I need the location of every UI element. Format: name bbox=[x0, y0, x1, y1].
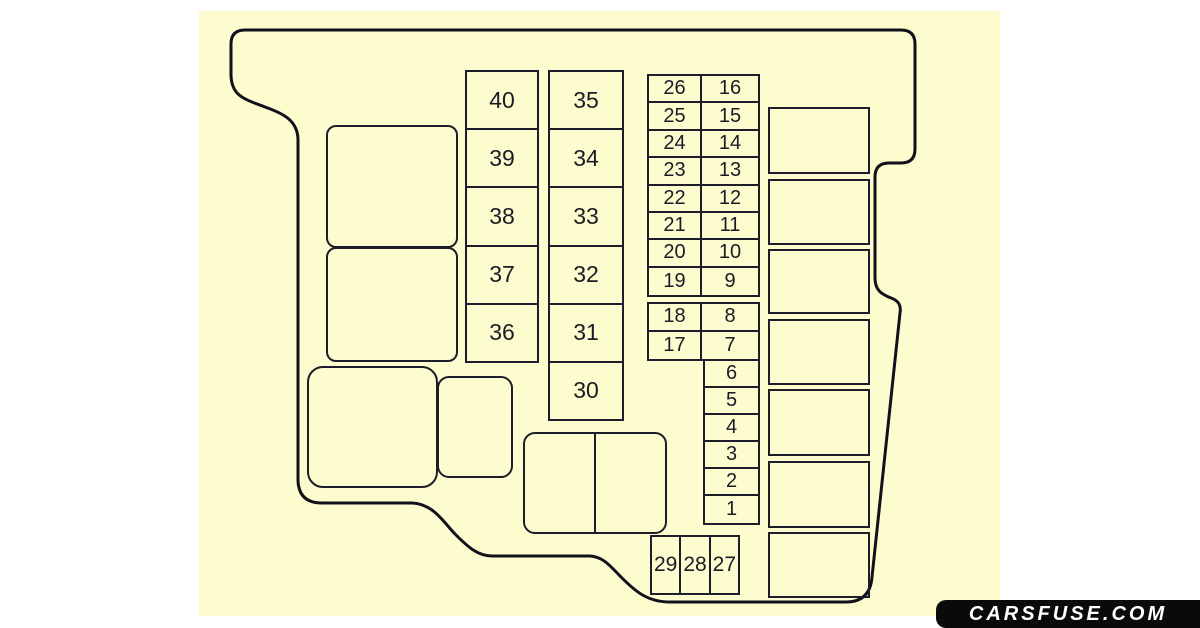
fuse-cell-30: 30 bbox=[573, 377, 599, 404]
fuse-cell-27: 27 bbox=[712, 553, 736, 576]
fuse-cell-11: 11 bbox=[702, 213, 758, 241]
relay-box-4 bbox=[437, 376, 513, 478]
fuse-cell-18: 18 bbox=[649, 304, 702, 332]
fuse-cell-16: 16 bbox=[702, 76, 758, 104]
fuse-cell-12: 12 bbox=[702, 186, 758, 213]
relay-pair-box bbox=[523, 432, 667, 534]
fuse-cell-15: 15 bbox=[702, 103, 758, 131]
fuse-cell-34: 34 bbox=[550, 130, 622, 189]
fuse-cell-2: 2 bbox=[705, 469, 758, 496]
fuse-cell-20: 20 bbox=[649, 240, 702, 268]
fuse-cell-8: 8 bbox=[702, 304, 758, 332]
fuse-cell-28: 28 bbox=[681, 537, 711, 593]
watermark-text: CARSFUSE.COM bbox=[968, 602, 1168, 625]
fuse-cell-26: 26 bbox=[649, 76, 702, 104]
fuse-cell-36: 36 bbox=[489, 319, 515, 346]
relay-box-1 bbox=[326, 125, 458, 248]
fuse-cell-37: 37 bbox=[467, 247, 537, 305]
relay-pair-cell-1 bbox=[525, 434, 594, 532]
fuse-grid-mid: 18 8 17 7 bbox=[647, 302, 760, 361]
fuse-cell-1: 1 bbox=[725, 498, 738, 520]
fuse-row-29-27: 29 28 27 bbox=[650, 535, 740, 595]
connector-box-6 bbox=[768, 461, 870, 528]
fuse-cell-25: 25 bbox=[649, 103, 702, 131]
fuse-cell-40: 40 bbox=[467, 72, 537, 131]
fuse-cell-10: 10 bbox=[702, 240, 758, 268]
fuse-cell-14: 14 bbox=[702, 131, 758, 159]
connector-box-4 bbox=[768, 319, 870, 385]
fuse-cell-22: 22 bbox=[649, 185, 702, 213]
fuse-cell-29: 29 bbox=[652, 537, 682, 593]
fuse-cell-38: 38 bbox=[467, 188, 537, 247]
fuse-cell-6: 6 bbox=[705, 361, 758, 388]
fuse-column-6-1: 6 5 4 3 2 1 bbox=[703, 359, 760, 525]
fuse-grid-top: 26 16 25 15 24 14 23 13 22 12 21 11 20 1… bbox=[647, 74, 760, 297]
fuse-cell-39: 39 bbox=[467, 130, 537, 189]
fuse-cell-7: 7 bbox=[724, 333, 736, 356]
fuse-cell-33: 33 bbox=[550, 188, 622, 247]
fuse-cell-4: 4 bbox=[705, 415, 758, 442]
relay-box-2 bbox=[326, 247, 458, 362]
fuse-cell-32: 32 bbox=[550, 247, 622, 305]
fuse-cell-19: 19 bbox=[649, 267, 702, 295]
fuse-cell-23: 23 bbox=[649, 158, 702, 186]
fuse-cell-3: 3 bbox=[705, 442, 758, 469]
watermark-badge: CARSFUSE.COM bbox=[936, 600, 1200, 628]
relay-pair-cell-2 bbox=[594, 434, 665, 532]
fuse-cell-21: 21 bbox=[649, 212, 702, 241]
fuse-cell-13: 13 bbox=[702, 158, 758, 186]
fuse-cell-35: 35 bbox=[550, 72, 622, 131]
connector-box-5 bbox=[768, 389, 870, 456]
connector-box-2 bbox=[768, 179, 870, 245]
fuse-cell-31: 31 bbox=[550, 305, 622, 363]
relay-box-3 bbox=[307, 366, 438, 488]
fuse-cell-17: 17 bbox=[649, 331, 702, 359]
fuse-cell-5: 5 bbox=[705, 388, 758, 415]
fuse-cell-24: 24 bbox=[649, 130, 702, 159]
connector-box-3 bbox=[768, 249, 870, 314]
fuse-cell-9: 9 bbox=[724, 269, 736, 292]
fuse-column-35-30: 35 34 33 32 31 30 bbox=[548, 70, 624, 421]
connector-box-1 bbox=[768, 107, 870, 174]
fuse-column-40-36: 40 39 38 37 36 bbox=[465, 70, 539, 363]
connector-box-7 bbox=[768, 532, 870, 598]
